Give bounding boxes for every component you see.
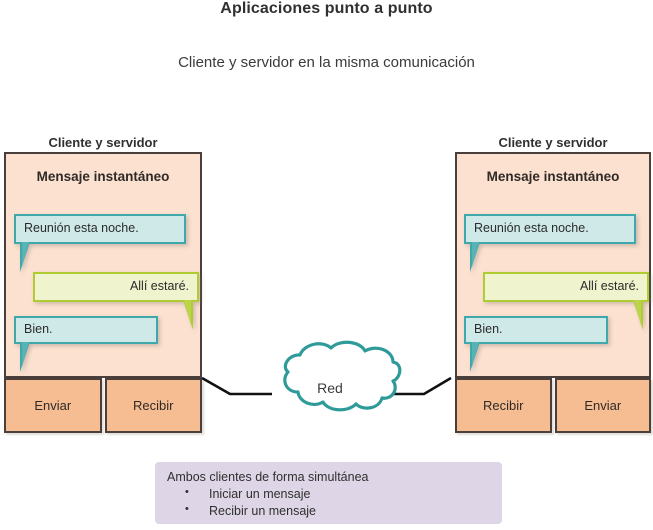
right-panel-header: Cliente y servidor	[498, 135, 608, 150]
right-action-row: Recibir Enviar	[455, 378, 651, 433]
left-message-bubble-1: Reunión esta noche.	[14, 214, 186, 272]
network-cloud-label: Red	[317, 380, 343, 396]
footer-note-list: Iniciar un mensaje Recibir un mensaje	[167, 485, 490, 520]
left-message-text-3: Bien.	[24, 322, 53, 337]
left-app-title: Mensaje instantáneo	[36, 169, 170, 184]
speech-tail-inner-icon	[623, 300, 641, 325]
footer-note-title: Ambos clientes de forma simultánea	[167, 470, 369, 484]
left-message-text-1: Reunión esta noche.	[24, 221, 139, 236]
right-send-button[interactable]: Enviar	[554, 378, 651, 433]
left-message-text-2: Allí estaré.	[129, 279, 189, 294]
page-title: Aplicaciones punto a punto	[220, 0, 433, 17]
left-receive-button[interactable]: Recibir	[104, 378, 202, 433]
right-message-text-1: Reunión esta noche.	[474, 221, 589, 236]
right-receive-button[interactable]: Recibir	[455, 378, 552, 433]
page-subtitle: Cliente y servidor en la misma comunicac…	[178, 54, 475, 71]
right-message-text-2: Allí estaré.	[579, 279, 639, 294]
footer-note-item: Iniciar un mensaje	[167, 485, 490, 503]
left-message-bubble-3: Bien.	[14, 316, 158, 372]
network-cloud-icon	[283, 340, 402, 412]
left-message-bubble-2: Allí estaré.	[33, 272, 199, 330]
left-action-row: Enviar Recibir	[4, 378, 202, 433]
right-message-bubble-1: Reunión esta noche.	[464, 214, 636, 272]
right-host-panel: Mensaje instantáneo Reunión esta noche. …	[455, 152, 651, 378]
left-host-panel: Mensaje instantáneo Reunión esta noche. …	[4, 152, 202, 378]
speech-tail-inner-icon	[22, 342, 40, 367]
speech-tail-inner-icon	[472, 342, 490, 367]
footer-note-item: Recibir un mensaje	[167, 502, 490, 520]
right-app-title: Mensaje instantáneo	[486, 169, 620, 184]
left-send-button[interactable]: Enviar	[4, 378, 102, 433]
speech-tail-inner-icon	[173, 300, 191, 325]
speech-tail-inner-icon	[22, 242, 40, 267]
right-message-text-3: Bien.	[474, 322, 503, 337]
right-message-bubble-3: Bien.	[464, 316, 608, 372]
footer-note: Ambos clientes de forma simultánea Inici…	[155, 462, 502, 524]
right-message-bubble-2: Allí estaré.	[483, 272, 649, 330]
speech-tail-inner-icon	[472, 242, 490, 267]
left-panel-header: Cliente y servidor	[48, 135, 158, 150]
